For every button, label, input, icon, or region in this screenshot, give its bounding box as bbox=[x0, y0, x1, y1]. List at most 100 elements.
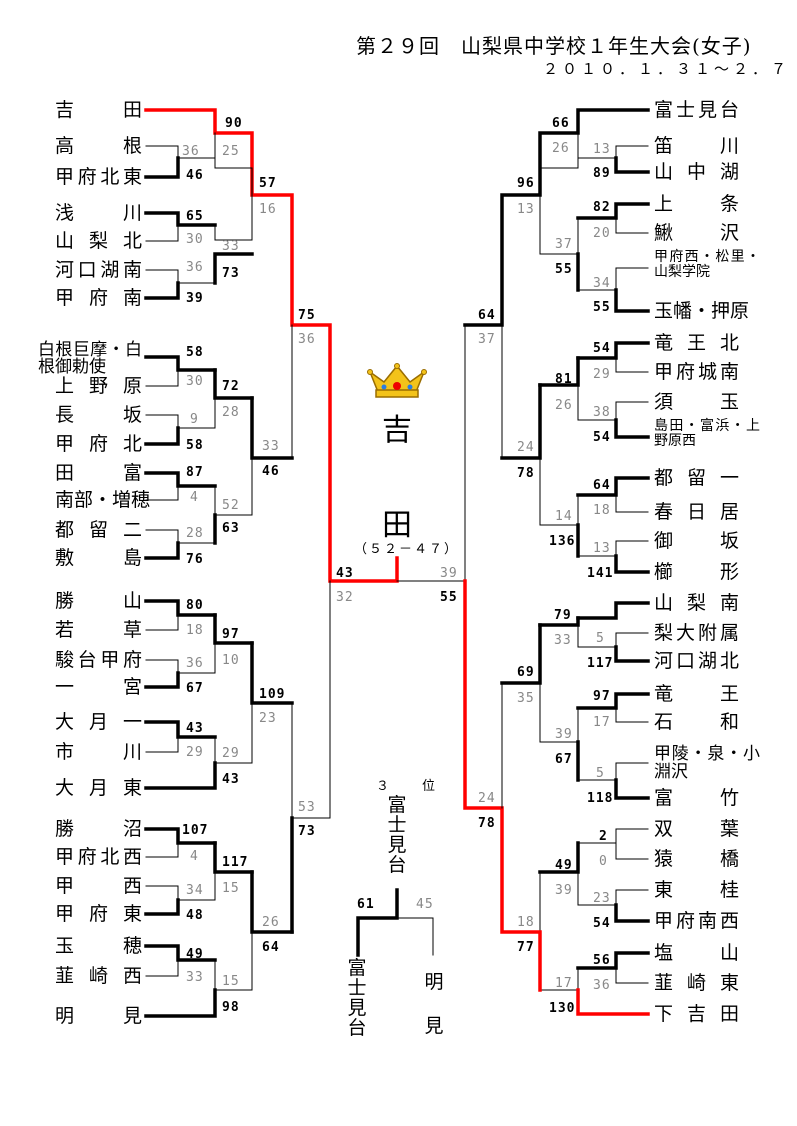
bracket-line bbox=[577, 889, 649, 906]
third-place-winner: 富士見台 bbox=[387, 794, 407, 876]
bracket-line bbox=[539, 157, 579, 196]
left-score-38: 23 bbox=[259, 711, 277, 726]
third-place-team-right: 明見 bbox=[424, 971, 444, 1037]
left-score-42: 43 bbox=[222, 772, 240, 787]
bracket-line bbox=[615, 707, 649, 723]
bracket-line bbox=[576, 601, 650, 620]
bracket-line bbox=[576, 988, 650, 1016]
left-score-50: 48 bbox=[186, 908, 204, 923]
left-score-11: 73 bbox=[222, 266, 240, 281]
right-team-18: 河口湖北 bbox=[654, 650, 739, 672]
bracket-line bbox=[615, 842, 649, 860]
bracket-line bbox=[144, 108, 399, 583]
left-score-32: 18 bbox=[186, 623, 204, 638]
bracket-line bbox=[614, 288, 650, 313]
right-score-51: 18 bbox=[517, 915, 535, 930]
bracket-line bbox=[144, 671, 180, 689]
right-score-8: 20 bbox=[593, 226, 611, 241]
left-score-29: 43 bbox=[336, 566, 354, 581]
bracket-line bbox=[577, 267, 649, 291]
right-team-12: 都留一 bbox=[654, 467, 739, 489]
bracket-line bbox=[615, 967, 649, 984]
left-score-49: 34 bbox=[186, 883, 204, 898]
right-score-3: 13 bbox=[593, 142, 611, 157]
bracket-line bbox=[145, 885, 216, 901]
right-team-26: 甲府南西 bbox=[654, 910, 739, 932]
left-team-10: 長坂 bbox=[55, 404, 142, 426]
bracket-line bbox=[576, 692, 650, 710]
bracket-line bbox=[214, 931, 253, 991]
left-team-22: 大月東 bbox=[55, 777, 142, 799]
bracket-line bbox=[577, 762, 649, 781]
left-score-39: 43 bbox=[186, 721, 204, 736]
bracket-line bbox=[539, 682, 579, 743]
left-team-15: 敷島 bbox=[55, 547, 142, 569]
bracket-line bbox=[614, 554, 650, 574]
bracket-line bbox=[145, 269, 216, 284]
right-team-19: 竜王 bbox=[654, 683, 739, 705]
left-team-12: 田富 bbox=[55, 462, 142, 484]
left-team-17: 若草 bbox=[55, 619, 142, 641]
left-score-54: 33 bbox=[186, 970, 204, 985]
right-score-27: 136 bbox=[549, 534, 576, 549]
right-score-6: 13 bbox=[517, 202, 535, 217]
right-score-32: 33 bbox=[554, 633, 572, 648]
bracket-line bbox=[539, 194, 579, 255]
bracket-line bbox=[615, 217, 649, 234]
bracket-line bbox=[144, 599, 217, 617]
right-score-13: 64 bbox=[478, 308, 496, 323]
left-score-45: 107 bbox=[182, 823, 209, 838]
bracket-line bbox=[614, 645, 650, 663]
champion-name-line2: 田 bbox=[382, 508, 412, 543]
right-team-3: 山中湖 bbox=[654, 161, 739, 183]
right-score-19: 38 bbox=[593, 405, 611, 420]
bracket-line bbox=[577, 401, 649, 421]
right-team-28: 韮崎東 bbox=[654, 972, 739, 994]
right-score-18: 26 bbox=[555, 398, 573, 413]
left-team-28: 韮崎西 bbox=[55, 965, 142, 987]
bracket-line bbox=[144, 988, 217, 1018]
bracket-line bbox=[144, 281, 180, 300]
bracket-line bbox=[576, 476, 650, 497]
third-place-label: ３ 位 bbox=[376, 779, 446, 794]
left-score-28: 76 bbox=[186, 552, 204, 567]
bracket-line bbox=[144, 156, 180, 179]
bracket-line bbox=[145, 224, 179, 242]
right-team-22: 富竹 bbox=[654, 787, 739, 809]
right-score-4: 89 bbox=[593, 166, 611, 181]
left-score-30: 32 bbox=[336, 590, 354, 605]
bracket-line bbox=[615, 494, 649, 513]
bracket-line bbox=[214, 702, 253, 764]
right-team-13: 春日居 bbox=[654, 501, 739, 523]
right-score-38: 17 bbox=[593, 715, 611, 730]
right-score-39: 39 bbox=[555, 727, 573, 742]
right-score-52: 77 bbox=[517, 940, 535, 955]
bracket-line bbox=[356, 888, 399, 957]
left-score-19: 9 bbox=[190, 412, 199, 427]
right-score-44: 78 bbox=[478, 816, 496, 831]
bracket-line bbox=[144, 827, 217, 845]
left-team-21: 市川 bbox=[55, 741, 142, 763]
third-place-team-left: 富士見台 bbox=[347, 957, 367, 1039]
left-score-48: 15 bbox=[222, 881, 240, 896]
champion-name-line1: 吉 bbox=[382, 413, 412, 448]
left-score-26: 28 bbox=[186, 526, 204, 541]
right-score-45: 2 bbox=[599, 829, 608, 844]
right-team-8: 竜王北 bbox=[654, 332, 739, 354]
left-team-16: 勝山 bbox=[55, 590, 142, 612]
left-team-7: 甲府南 bbox=[55, 287, 142, 309]
left-score-51: 26 bbox=[262, 915, 280, 930]
right-score-24: 18 bbox=[593, 503, 611, 518]
left-score-20: 58 bbox=[186, 438, 204, 453]
crown-icon bbox=[367, 363, 427, 398]
bracket-line bbox=[145, 959, 179, 977]
left-team-1: 吉田 bbox=[55, 99, 142, 121]
bracket-line bbox=[577, 632, 649, 648]
right-score-56: 130 bbox=[549, 1001, 576, 1016]
left-score-14: 36 bbox=[298, 332, 316, 347]
bracket-line bbox=[576, 951, 650, 970]
right-score-50: 54 bbox=[593, 916, 611, 931]
final-score: （５２－４７） bbox=[354, 542, 460, 557]
bracket-line bbox=[145, 614, 179, 631]
left-score-37: 109 bbox=[259, 687, 286, 702]
